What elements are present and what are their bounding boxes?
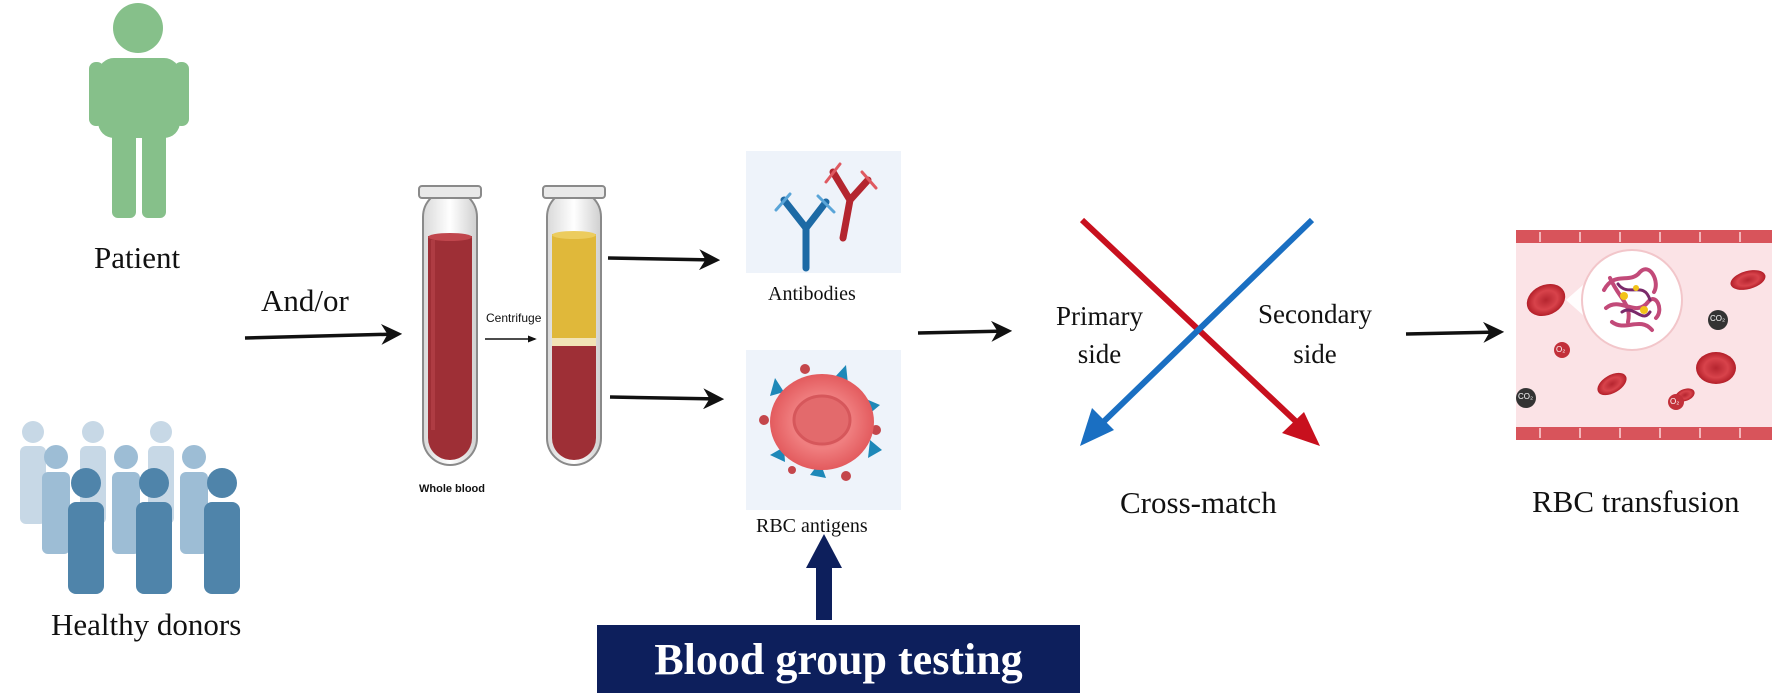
patient-label: Patient: [94, 240, 181, 275]
arrow-to-crossmatch: [917, 320, 1013, 342]
co2-label-1: CO₂: [1710, 314, 1726, 323]
cross-match-label: Cross-match: [1120, 485, 1277, 520]
arrow-to-antigens: [609, 388, 725, 410]
rbc-antigens-label: RBC antigens: [756, 515, 868, 537]
o2-label-2: O₂: [1670, 397, 1680, 406]
antibodies-label: Antibodies: [768, 283, 856, 305]
rbc-transfusion-label: RBC transfusion: [1532, 484, 1740, 519]
centrifuge-label: Centrifuge: [486, 311, 542, 325]
primary-side-line1: Primary: [1056, 301, 1143, 331]
arrow-to-tubes: [244, 323, 403, 345]
healthy-donors-icon: [20, 421, 240, 594]
rbc-antigens-icon: [746, 350, 901, 510]
primary-side-label: Primary side: [1056, 297, 1143, 373]
o2-label-1: O₂: [1556, 345, 1566, 354]
up-arrow-blood-group: [806, 534, 842, 620]
patient-figure-icon: [89, 3, 189, 218]
arrow-to-antibodies: [607, 249, 721, 271]
whole-blood-label: Whole blood: [419, 483, 485, 495]
cross-match-icon: [1079, 217, 1320, 446]
healthy-donors-label: Healthy donors: [51, 607, 242, 642]
primary-side-line2: side: [1077, 339, 1122, 369]
co2-label-2: CO₂: [1518, 392, 1534, 401]
antibodies-icon: [746, 151, 901, 273]
centrifuged-tube-icon: [542, 185, 606, 466]
and-or-label: And/or: [261, 283, 349, 318]
secondary-side-line2: side: [1293, 339, 1337, 369]
secondary-side-line1: Secondary: [1258, 299, 1372, 329]
blood-group-testing-box: Blood group testing: [597, 625, 1080, 693]
whole-blood-tube-icon: [418, 185, 482, 466]
secondary-side-label: Secondary side: [1258, 294, 1372, 374]
blood-vessel-icon: [1516, 230, 1772, 440]
arrow-to-transfusion: [1405, 321, 1505, 343]
